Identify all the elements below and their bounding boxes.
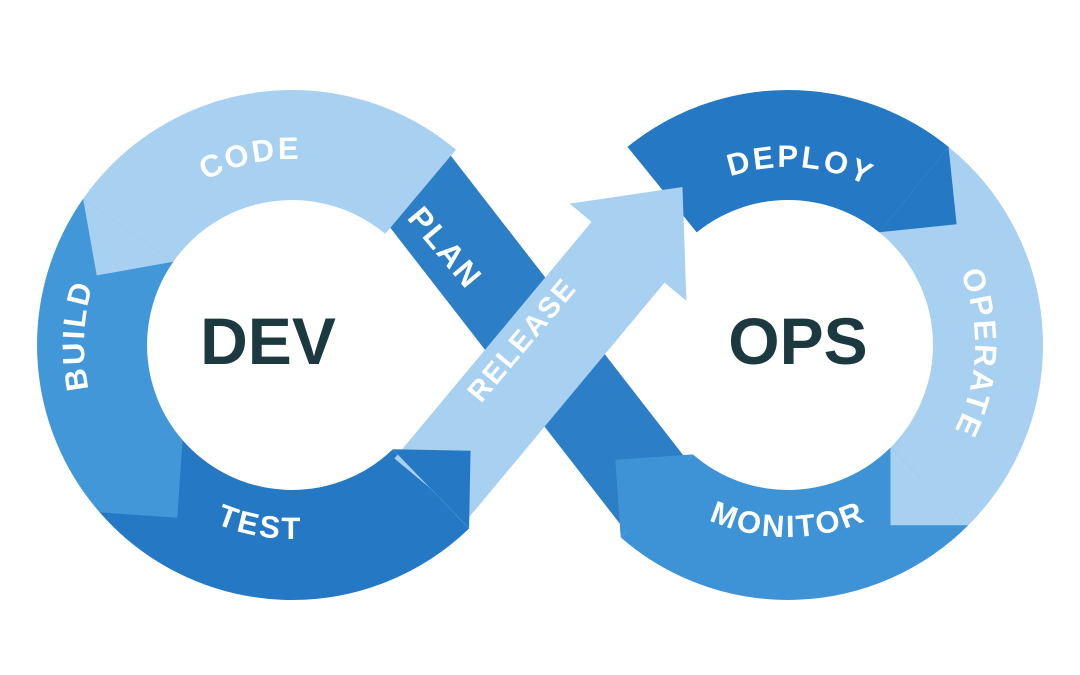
build-segment-label: BUILD: [56, 276, 100, 393]
ops-title: OPS: [728, 304, 867, 378]
release-ribbon-arrow: [394, 186, 687, 520]
build-to-test-arrow-icon: [99, 440, 183, 518]
code-to-build-arrow-icon: [83, 198, 174, 276]
test-to-release-arrow-icon: [392, 449, 471, 529]
monitor-to-ribbon-arrow-icon: [615, 454, 693, 538]
deploy-segment: [627, 90, 949, 234]
deploy-to-operate-arrow-icon: [879, 146, 957, 233]
operate-to-monitor-arrow-icon: [890, 447, 969, 526]
dev-title: DEV: [200, 304, 336, 378]
release-ribbon: [394, 186, 687, 520]
code-segment: [83, 90, 456, 263]
